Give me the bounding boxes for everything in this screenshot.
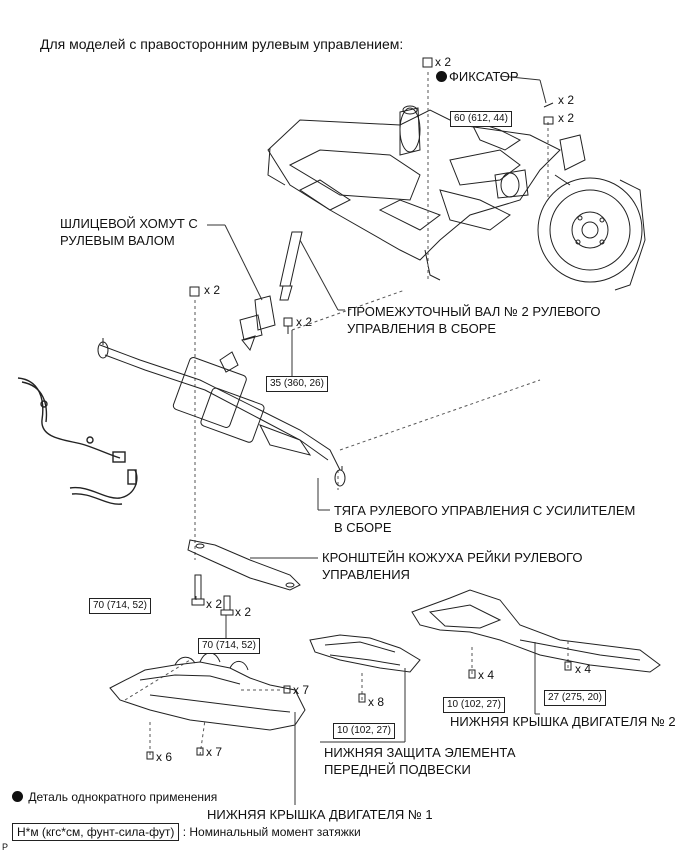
front-suspension-subframe xyxy=(267,105,646,291)
non-reusable-dot-icon xyxy=(436,71,447,82)
non-reusable-dot-icon xyxy=(12,791,23,802)
legend-torque: Н*м (кгс*см, фунт-сила-фут) : Номинальны… xyxy=(12,823,361,841)
rack-bracket-label-2: УПРАВЛЕНИЯ xyxy=(322,567,410,582)
rack-housing-bracket xyxy=(187,539,301,591)
fasteners xyxy=(146,57,572,760)
bolt-70a-qty: x 2 xyxy=(206,597,223,611)
steering-link-label-1: ТЯГА РУЛЕВОГО УПРАВЛЕНИЯ С УСИЛИТЕЛЕМ xyxy=(334,503,636,518)
retainer-qty: x 2 xyxy=(558,93,575,107)
bolt-x7b-qty: x 7 xyxy=(206,745,223,759)
bolt-70b-qty: x 2 xyxy=(235,605,252,619)
left-nut-qty: x 2 xyxy=(204,283,221,297)
front-suspension-guard-label-2: ПЕРЕДНЕЙ ПОДВЕСКИ xyxy=(324,762,471,777)
intermediate-shaft-label-2: УПРАВЛЕНИЯ В СБОРЕ xyxy=(347,321,497,336)
torque-70b: 70 (714, 52) xyxy=(198,638,260,654)
page-title: Для моделей с правосторонним рулевым упр… xyxy=(40,36,404,52)
retainer-callout: ФИКСАТОР xyxy=(436,69,519,85)
spline-clamp-label-1: ШЛИЦЕВОЙ ХОМУТ С xyxy=(60,216,198,231)
front-suspension-lower-guard xyxy=(309,634,421,673)
torque-10b: 10 (102, 27) xyxy=(333,723,395,739)
retainer-label: ФИКСАТОР xyxy=(449,69,519,84)
steering-link-label-2: В СБОРЕ xyxy=(334,520,392,535)
engine-under-cover-2 xyxy=(411,589,661,673)
legend-non-reusable-text: Деталь однократного применения xyxy=(28,790,218,804)
torque-27: 27 (275, 20) xyxy=(544,690,606,706)
bolt-35-qty: x 2 xyxy=(296,315,313,329)
rack-bracket-label-1: КРОНШТЕЙН КОЖУХА РЕЙКИ РУЛЕВОГО xyxy=(322,550,583,565)
legend-torque-desc: : Номинальный момент затяжки xyxy=(182,825,361,839)
torque-10a: 10 (102, 27) xyxy=(443,697,505,713)
steering-rack-assembly xyxy=(97,231,346,487)
bolt-x4b-qty: x 4 xyxy=(575,662,592,676)
wire-harness xyxy=(17,377,138,505)
intermediate-shaft-label-1: ПРОМЕЖУТОЧНЫЙ ВАЛ № 2 РУЛЕВОГО xyxy=(347,304,601,319)
front-suspension-guard-label-1: НИЖНЯЯ ЗАЩИТА ЭЛЕМЕНТА xyxy=(324,745,516,760)
corner-mark: P xyxy=(2,842,9,852)
torque-70a: 70 (714, 52) xyxy=(89,598,151,614)
bolt-x4a-qty: x 4 xyxy=(478,668,495,682)
torque-35: 35 (360, 26) xyxy=(266,376,328,392)
nut-60-qty: x 2 xyxy=(558,111,575,125)
top-nut-qty: x 2 xyxy=(435,55,452,69)
bolt-x7a-qty: x 7 xyxy=(293,683,310,697)
engine-cover-1-label: НИЖНЯЯ КРЫШКА ДВИГАТЕЛЯ № 1 xyxy=(207,807,433,822)
legend-torque-unit: Н*м (кгс*см, фунт-сила-фут) xyxy=(12,823,180,841)
bolt-x8-qty: x 8 xyxy=(368,695,385,709)
engine-under-cover-1 xyxy=(109,652,306,731)
spline-clamp-label-2: РУЛЕВЫМ ВАЛОМ xyxy=(60,233,175,248)
engine-cover-2-label: НИЖНЯЯ КРЫШКА ДВИГАТЕЛЯ № 2 xyxy=(450,714,676,729)
legend-non-reusable: Деталь однократного применения xyxy=(12,789,217,805)
torque-60: 60 (612, 44) xyxy=(450,111,512,127)
bolt-x6-qty: x 6 xyxy=(156,750,173,764)
